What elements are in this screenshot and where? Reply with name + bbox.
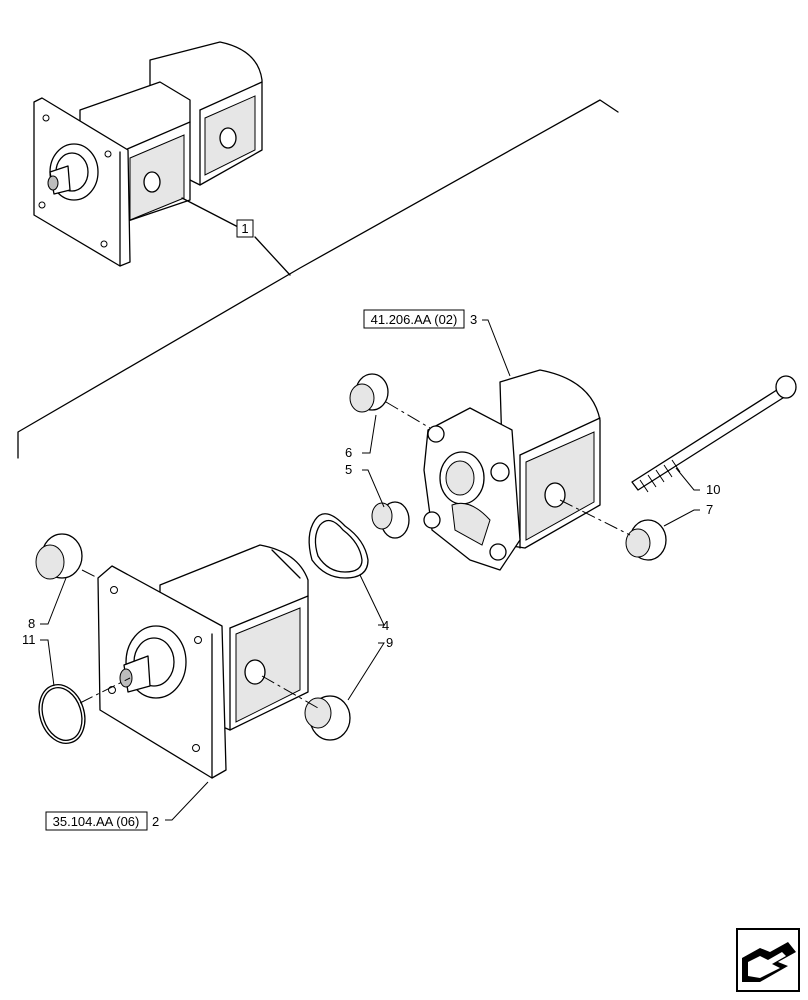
centre-lines bbox=[79, 401, 631, 709]
callout-7-label: 7 bbox=[706, 502, 713, 517]
reference-front-pump: 35.104.AA (06) bbox=[53, 814, 140, 829]
callout-11-label: 11 bbox=[22, 632, 36, 647]
coupling-sleeve-5 bbox=[371, 501, 410, 539]
tie-bolt-10 bbox=[631, 375, 797, 493]
callout-2-label: 2 bbox=[152, 814, 159, 829]
callout-3: 41.206.AA (02) 3 bbox=[363, 309, 477, 329]
callout-8-label: 8 bbox=[28, 616, 35, 631]
pump-assembly-overview bbox=[33, 41, 263, 267]
callout-1-label: 1 bbox=[241, 221, 248, 236]
callout-9-label: 9 bbox=[386, 635, 393, 650]
front-pump-section bbox=[97, 544, 309, 779]
leader-lines bbox=[40, 319, 700, 821]
reference-rear-pump: 41.206.AA (02) bbox=[371, 312, 458, 327]
next-page-arrow-icon[interactable] bbox=[736, 928, 800, 992]
plug-cap-9 bbox=[304, 695, 351, 741]
callout-4-label: 4 bbox=[382, 618, 389, 633]
callout-2: 35.104.AA (06) 2 bbox=[45, 811, 159, 831]
callout-5-label: 5 bbox=[345, 462, 352, 477]
callout-3-label: 3 bbox=[470, 312, 477, 327]
plug-cap-7 bbox=[625, 519, 667, 561]
rear-pump-section bbox=[423, 369, 601, 571]
callout-10-label: 10 bbox=[706, 482, 720, 497]
callout-1: 1 bbox=[236, 219, 254, 238]
plug-cap-6 bbox=[349, 373, 389, 413]
flange-seal-4 bbox=[308, 513, 369, 579]
assembly-bracket bbox=[17, 99, 619, 459]
callout-6-label: 6 bbox=[345, 445, 352, 460]
plug-cap-8 bbox=[35, 533, 83, 580]
o-ring-11 bbox=[38, 684, 86, 744]
